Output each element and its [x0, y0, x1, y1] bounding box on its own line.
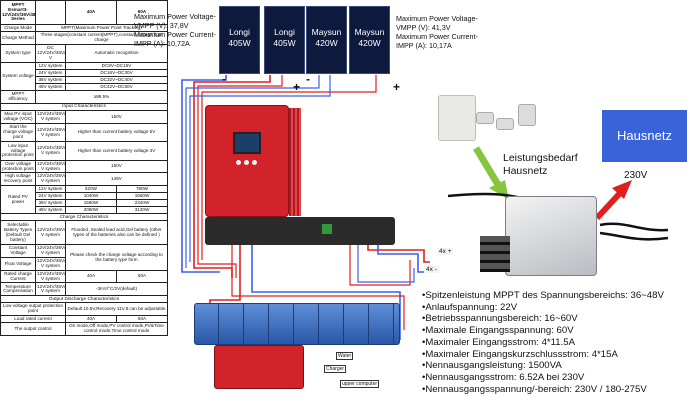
arrow-leistungsbedarf	[472, 146, 504, 190]
feature-item: •Nennausgangsstrom: 6.52A bei 230V	[422, 371, 585, 383]
leistungsbedarf-label: Leistungsbedarf Hausnetz	[503, 152, 578, 177]
controller-display	[233, 132, 261, 154]
wire-loop-blue	[357, 240, 415, 283]
current-clamp-2	[496, 118, 514, 130]
feature-item: •Anlaufspannung: 22V	[422, 301, 518, 313]
microinverter	[505, 196, 597, 276]
terminal-minus-right: -	[306, 72, 310, 86]
section-output: Output Discharge Characteristics	[0, 295, 168, 304]
controller-terminal-block	[205, 217, 395, 245]
solar-panel-maysun-2: Maysun 420W	[349, 6, 390, 74]
arrow-hausnetz	[594, 189, 624, 221]
terminal-plus-left: +	[293, 80, 301, 94]
battery-cell-divider	[194, 303, 400, 345]
wire-pv-negative	[181, 75, 227, 273]
battery-bms	[214, 345, 304, 389]
hausnetz-voltage: 230V	[624, 170, 648, 181]
solar-panel-maysun-1: Maysun 420W	[306, 6, 347, 74]
bms-label-charger: Charger	[324, 365, 347, 373]
inverter-label-plus: 4x +	[437, 248, 454, 255]
table-series-header: MPPT Esmart3-12V/24V/36V/48V Series	[0, 0, 36, 26]
inverter-label-minus: 4x -	[424, 266, 439, 273]
feature-item: •Betriebsspannungsbereich: 16~60V	[422, 313, 578, 325]
wire-controller-inverter-blue	[377, 240, 430, 273]
current-clamp-1	[476, 112, 494, 124]
feature-item: •Maximaler Eingangsstrom: 4*11.5A	[422, 336, 576, 348]
inverter-connector-strip	[480, 236, 510, 272]
solar-panel-longi-1: Longi 405W	[219, 6, 260, 74]
feature-item: •Maximaler Eingangskurzschlussstrom: 4*1…	[422, 348, 618, 360]
inverter-feature-list: •Spitzenleistung MPPT des Spannungsberei…	[422, 290, 687, 395]
controller-heatsink	[289, 108, 301, 216]
section-input: Input Characteristics	[0, 102, 168, 112]
solar-panel-longi-2: Longi 405W	[264, 6, 305, 74]
wire-pv-negative-3	[189, 75, 331, 262]
wire-controller-inverter-red	[367, 240, 430, 263]
hausnetz-box: Hausnetz	[602, 110, 687, 162]
bms-label-upper-computer: upper computer	[340, 380, 380, 388]
wire-pv-positive-2	[197, 75, 283, 278]
feature-item: •Nennausgangsspannung/-bereich: 230V / 1…	[422, 383, 647, 395]
feature-item: •Nennausgangsleistung: 1500VA	[422, 360, 562, 372]
feature-item: •Spitzenleistung MPPT des Spannungsberei…	[422, 290, 664, 301]
terminal-minus-left: -	[222, 72, 226, 86]
feature-item: •Maximale Eingangsspannung: 60V	[422, 325, 574, 337]
bms-label-water: Water	[336, 352, 354, 360]
controller-buttons	[236, 160, 258, 166]
left-panel-specs: Maximum Power Voltage-VMPP (V): 37,8V Ma…	[134, 12, 216, 48]
section-charge: Charge Characteristics	[0, 212, 168, 222]
terminal-plus-right: +	[393, 80, 401, 94]
smart-meter	[438, 95, 476, 141]
wire-pv-negative-2	[185, 75, 320, 268]
wire-battery-blue	[251, 240, 401, 340]
right-panel-specs: Maximum Power Voltage-VMPP (V): 41,3V Ma…	[396, 14, 478, 50]
current-clamp-3	[518, 104, 536, 126]
wire-battery-red-2	[231, 240, 405, 330]
wire-pv-positive-3	[201, 75, 377, 260]
controller-connector-green	[322, 224, 332, 234]
wire-loop-red	[349, 240, 411, 286]
